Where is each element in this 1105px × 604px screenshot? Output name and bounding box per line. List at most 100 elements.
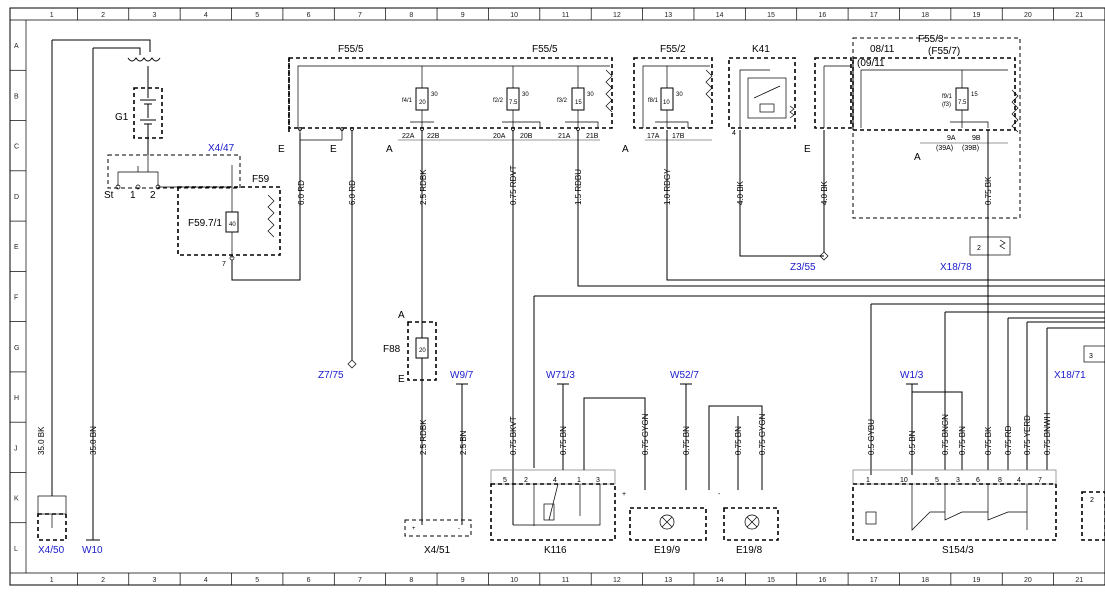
e-label-right: E bbox=[804, 144, 811, 155]
grid-column-label: 8 bbox=[409, 12, 413, 19]
grid-column-label: 14 bbox=[716, 12, 724, 19]
pin-39a: (39A) bbox=[936, 145, 953, 152]
s154-pin-10: 10 bbox=[900, 477, 908, 484]
f55-5-box bbox=[288, 57, 613, 129]
grid-column-label: 3 bbox=[152, 12, 156, 19]
k116-box bbox=[490, 483, 616, 541]
terminal-1: 1 bbox=[130, 190, 136, 201]
grid-column-label: 13 bbox=[664, 12, 672, 19]
wire-075bngn: 0.75 BNGN bbox=[941, 414, 950, 455]
k116-pin-4: 4 bbox=[553, 477, 557, 484]
grid-column-label: 9 bbox=[461, 577, 465, 584]
grid-column-label: 3 bbox=[152, 577, 156, 584]
f55-2-label: F55/2 bbox=[660, 44, 686, 55]
k116-pin-2: 2 bbox=[524, 477, 528, 484]
w52-7-label: W52/7 bbox=[670, 370, 699, 381]
wire-075bn-a: 0.75 BN bbox=[559, 426, 568, 455]
w9-7-label: W9/7 bbox=[450, 370, 474, 381]
grid-row-label: E bbox=[14, 244, 19, 251]
s154-pin-6: 6 bbox=[976, 477, 980, 484]
fuse-f4-1 bbox=[415, 87, 429, 111]
e-connector-box bbox=[814, 57, 852, 129]
pin-20a: 20A bbox=[493, 133, 506, 140]
wire-075bk-bot: 0.75 BK bbox=[984, 426, 993, 455]
f4-1-rating: 20 bbox=[419, 100, 426, 106]
w1-3-label: W1/3 bbox=[900, 370, 924, 381]
f55-3-label: F55/3 bbox=[918, 34, 944, 45]
grid-column-label: 11 bbox=[562, 577, 569, 584]
f2-2-label: f2/2 bbox=[493, 98, 504, 104]
f55-3-date-a: 08/11 bbox=[870, 44, 895, 55]
grid-column-label: 12 bbox=[613, 12, 621, 19]
grid-column-label: 4 bbox=[204, 12, 208, 19]
grid-column-label: 7 bbox=[358, 577, 362, 584]
grid-column-label: 5 bbox=[255, 577, 259, 584]
f4-1-pin: 30 bbox=[431, 92, 438, 98]
f3-2-pin: 30 bbox=[587, 92, 594, 98]
grid-column-label: 19 bbox=[973, 12, 981, 19]
e19-9-lamp-icon bbox=[659, 514, 675, 530]
grid-row-label: D bbox=[14, 194, 19, 201]
grid-row-label: K bbox=[14, 496, 19, 503]
f8-1-label: f8/1 bbox=[648, 98, 659, 104]
g1-label: G1 bbox=[115, 112, 129, 123]
grid-column-label: 20 bbox=[1024, 577, 1032, 584]
fuse-f3-2 bbox=[571, 87, 585, 111]
grid-column-label: 1 bbox=[50, 12, 54, 19]
f55-5-a-label: A bbox=[386, 144, 393, 155]
s154-pin-8: 8 bbox=[998, 477, 1002, 484]
e19-9-box bbox=[629, 507, 707, 541]
f2-2-rating: 7.5 bbox=[509, 100, 518, 106]
f55-3-a-label: A bbox=[914, 152, 921, 163]
wire-05gybu: 0.5 GYBU bbox=[867, 419, 876, 455]
wire-35bn: 35.0 BN bbox=[89, 426, 98, 455]
pin-17a: 17A bbox=[647, 133, 660, 140]
wire-075gygn-a: 0.75 GYGN bbox=[641, 413, 650, 455]
x18-71-connector bbox=[1083, 345, 1105, 363]
wire-075bnwh: 0.75 BNWH bbox=[1043, 413, 1052, 455]
e19-8-minus: - bbox=[718, 491, 721, 498]
f55-3-date-b: (09/11 bbox=[857, 58, 885, 69]
pin-9a: 9A bbox=[947, 135, 956, 142]
f8-1-pin: 30 bbox=[676, 92, 683, 98]
pin-9b: 9B bbox=[972, 135, 981, 142]
grid-row-label: C bbox=[14, 144, 19, 151]
wire-10rdgy: 1.0 RDGY bbox=[663, 168, 672, 205]
wire-075yerd: 0.75 YERD bbox=[1023, 415, 1032, 455]
grid-column-label: 1 bbox=[50, 577, 54, 584]
x4-50-label: X4/50 bbox=[38, 545, 65, 556]
grid-column-label: 21 bbox=[1075, 12, 1083, 19]
f88-a-label: A bbox=[398, 310, 405, 321]
k116-pin-1: 1 bbox=[577, 477, 581, 484]
grid-column-label: 7 bbox=[358, 12, 362, 19]
wire-25rdbk-top: 2.5 RDBK bbox=[419, 169, 428, 205]
grid-row-label: H bbox=[14, 395, 19, 402]
grid-column-label: 10 bbox=[510, 12, 518, 19]
f3-2-label: f3/2 bbox=[557, 98, 568, 104]
s154-pin-1: 1 bbox=[866, 477, 870, 484]
w10-label: W10 bbox=[82, 545, 103, 556]
f59-pin-7: 7 bbox=[222, 261, 226, 268]
wire-25bn: 2.5 BN bbox=[459, 430, 468, 455]
e19-8-box bbox=[723, 507, 779, 541]
wire-075bkvt: 0.75 BKVT bbox=[509, 416, 518, 455]
grid-column-label: 6 bbox=[307, 12, 311, 19]
s154-pin-4: 4 bbox=[1017, 477, 1021, 484]
grid-row-label: L bbox=[14, 546, 18, 553]
wire-35bk: 35.0 BK bbox=[37, 426, 46, 455]
wire-075gygn-b: 0.75 GYGN bbox=[758, 413, 767, 455]
x18-71-label: X18/71 bbox=[1054, 370, 1086, 381]
z3-55-node bbox=[819, 251, 829, 261]
wire-15rdbu: 1.5 RDBU bbox=[574, 169, 583, 205]
k116-pin-3: 3 bbox=[596, 477, 600, 484]
grid-column-label: 2 bbox=[101, 577, 105, 584]
f88-e-label: E bbox=[398, 374, 405, 385]
grid-column-label: 20 bbox=[1024, 12, 1032, 19]
fuse-f9-1 bbox=[955, 87, 969, 111]
f55-3-alt-label: (F55/7) bbox=[928, 46, 960, 57]
k41-box bbox=[728, 57, 796, 129]
